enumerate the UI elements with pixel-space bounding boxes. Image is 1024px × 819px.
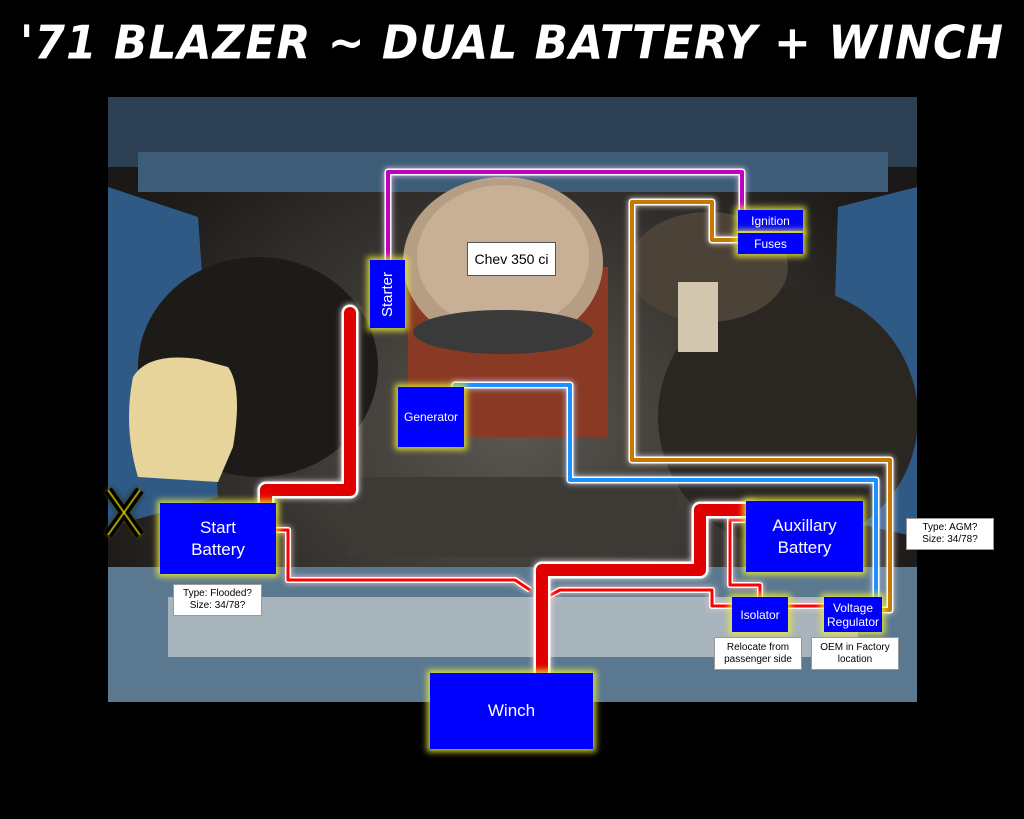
- winch-isolator-wire-outline: [543, 587, 735, 609]
- ignition-regulator-wire: [630, 200, 892, 612]
- starter-ignition-wire-outline: [384, 168, 746, 262]
- start-battery-box: Start Battery: [160, 503, 276, 574]
- generator-box: Generator: [398, 387, 464, 447]
- winch-isolator-wire: [544, 588, 735, 608]
- start-battery-note: Type: Flooded? Size: 34/78?: [173, 584, 262, 616]
- isolator-label: Isolator: [740, 607, 780, 622]
- start-battery-label: Start Battery: [191, 517, 245, 559]
- ignition-label: Ignition: [751, 213, 790, 228]
- removed-battery-mark: [104, 487, 144, 538]
- fuses-label: Fuses: [754, 236, 787, 251]
- voltage-regulator-box: Voltage Regulator: [824, 597, 882, 632]
- generator-label: Generator: [403, 410, 459, 424]
- aux-isolator-wire: [728, 518, 762, 598]
- engine-label: Chev 350 ci: [467, 242, 556, 276]
- winch-box: Winch: [430, 673, 593, 749]
- isolator-note-text: Relocate from passenger side: [724, 641, 792, 665]
- starter-label: Starter: [379, 271, 397, 317]
- winch-aux-cable: [536, 504, 758, 686]
- diagram-title: '71 BLAZER ~ DUAL BATTERY + WINCH: [19, 16, 1005, 71]
- auxiliary-battery-box: Auxillary Battery: [746, 501, 863, 572]
- starter-ignition-wire: [386, 170, 744, 262]
- starter-box: Starter: [370, 260, 405, 328]
- isolator-box: Isolator: [732, 597, 788, 632]
- isolator-note: Relocate from passenger side: [714, 637, 802, 670]
- voltage-regulator-note-text: OEM in Factory location: [820, 641, 890, 665]
- auxiliary-battery-label: Auxillary Battery: [772, 515, 837, 557]
- coolant-reservoir: [129, 357, 237, 482]
- battery-starter-cable-outline: [257, 304, 359, 521]
- ignition-box: Ignition: [738, 210, 803, 231]
- battery-starter-cable: [260, 307, 356, 518]
- auxiliary-battery-note-text: Type: AGM? Size: 34/78?: [922, 522, 978, 545]
- winch-label: Winch: [487, 701, 536, 720]
- voltage-regulator-note: OEM in Factory location: [811, 637, 899, 670]
- radiator: [348, 477, 678, 557]
- fuses-box: Fuses: [738, 233, 803, 254]
- master-cylinder: [678, 282, 718, 352]
- auxiliary-battery-note: Type: AGM? Size: 34/78?: [906, 518, 994, 550]
- voltage-regulator-label: Voltage Regulator: [826, 600, 880, 629]
- start-battery-note-text: Type: Flooded? Size: 34/78?: [183, 588, 252, 611]
- air-filter-element: [413, 310, 593, 354]
- start-battery-wire: [266, 528, 531, 592]
